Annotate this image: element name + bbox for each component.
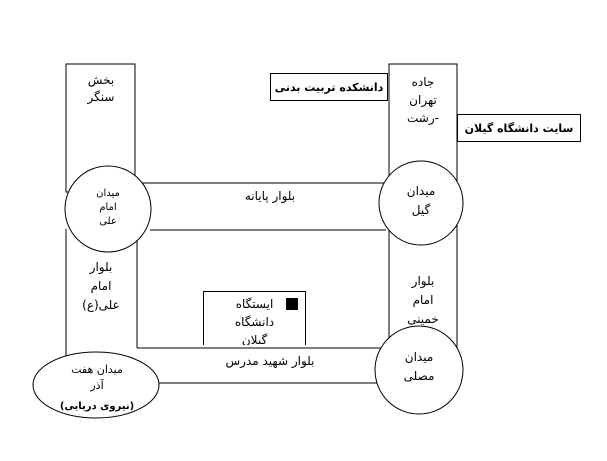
guilan-site-label: سایت دانشگاه گیلان — [464, 121, 574, 135]
guilan-site-box: سایت دانشگاه گیلان — [457, 114, 581, 142]
imam-ali-square-circle — [64, 165, 152, 253]
modarres-label: بلوار شهید مدرس — [225, 354, 315, 368]
hafte-tir-square-ellipse — [32, 351, 160, 419]
imam-khomeini-label: بلوار امام خمینی — [407, 274, 439, 326]
gil-square-label: میدان گیل — [406, 184, 436, 217]
imam-ali-square-label: میدان امام علی — [96, 188, 120, 227]
tehran-rasht-label: جاده تهران -رشت — [407, 75, 439, 125]
tarbiat-badani-label: دانشکده تربیت بدنی — [274, 80, 384, 94]
gil-square-circle — [378, 160, 464, 246]
mosalla-square-label: میدان مصلی — [403, 350, 435, 383]
station-label: ایستگاه دانشگاه گیلان — [234, 297, 275, 345]
hafte-tir-square-label: میدان هفت آذر — [71, 363, 123, 392]
tarbiat-badani-box: دانشکده تربیت بدنی — [270, 73, 388, 101]
station-marker-icon — [286, 298, 298, 310]
university-station: ایستگاه دانشگاه گیلان — [203, 291, 306, 345]
bakhsh-sangar-label: بخش سنگر — [87, 73, 115, 104]
mosalla-square-circle — [374, 325, 464, 415]
niroo-daryaei-label: (نیروی دریایی) — [59, 401, 135, 412]
imam-ali-road-label: بلوار امام علی(ع) — [82, 260, 120, 312]
payaneh-label: بلوار پایانه — [244, 189, 296, 203]
